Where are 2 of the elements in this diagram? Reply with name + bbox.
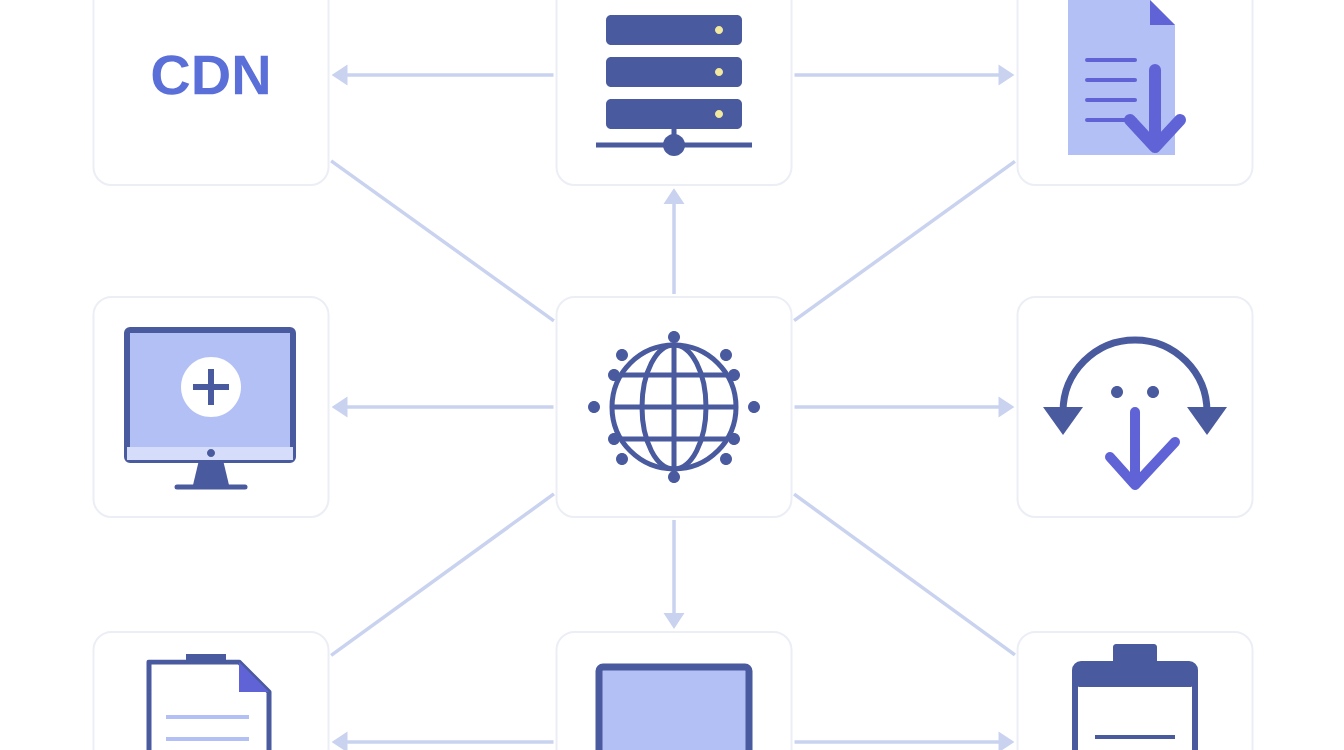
icon-box	[1016, 296, 1254, 518]
text-box: CDN	[92, 0, 330, 186]
